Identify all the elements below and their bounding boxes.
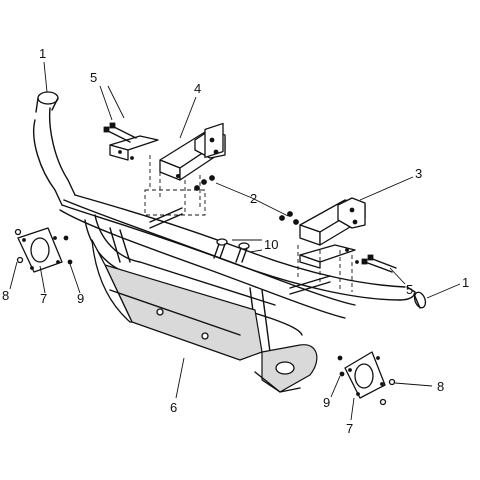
mounting-bolts (149, 207, 331, 295)
callout-7-left: 7 (40, 291, 47, 306)
callout-1-top: 1 (39, 46, 46, 61)
callout-2: 2 (250, 191, 257, 206)
leader-lines (9, 61, 461, 421)
callout-10: 10 (264, 237, 278, 252)
callout-6: 6 (170, 400, 177, 415)
nuts-2 (194, 175, 299, 225)
callout-8-left: 8 (2, 288, 9, 303)
bracket-4 (103, 122, 226, 216)
bash-plate (91, 239, 318, 393)
callout-labels: 1 5 4 3 2 10 1 5 8 7 9 6 9 8 7 (2, 46, 469, 436)
callout-5-top: 5 (90, 70, 97, 85)
callout-4: 4 (194, 81, 201, 96)
end-cap-right (413, 291, 427, 309)
right-mount-plate (337, 351, 396, 406)
callout-8-right: 8 (437, 379, 444, 394)
bolts-10 (213, 238, 250, 263)
callout-5-right: 5 (406, 282, 413, 297)
callout-9-left: 9 (77, 291, 84, 306)
bracket-3 (297, 197, 397, 292)
callout-3: 3 (415, 166, 422, 181)
callout-9-right: 9 (323, 395, 330, 410)
left-mount-plate (14, 227, 73, 273)
callout-7-right: 7 (346, 421, 353, 436)
callout-1-right: 1 (462, 275, 469, 290)
